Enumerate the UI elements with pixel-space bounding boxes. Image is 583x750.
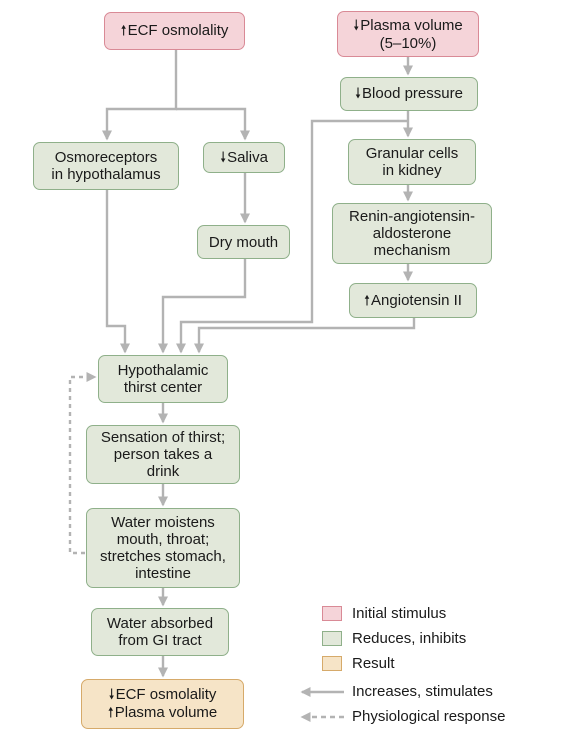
- up-arrow-icon: 🠕: [120, 23, 127, 39]
- blood-pressure-decrease-box: 🠗Blood pressure: [340, 77, 478, 111]
- renin-angiotensin-box: Renin-angiotensin- aldosterone mechanism: [332, 203, 492, 264]
- feedback-dashed-connector: [68, 371, 97, 555]
- water-absorbed-box: Water absorbed from GI tract: [91, 608, 229, 656]
- connector-ecf-to-saliva: [176, 107, 251, 141]
- legend-result-swatch: [322, 656, 342, 671]
- water-moistens-box: Water moistens mouth, throat; stretches …: [86, 508, 240, 588]
- connector-drymouth-to-thirst: [157, 259, 247, 354]
- legend-initial-stimulus-label: Initial stimulus: [352, 605, 447, 622]
- plasma-volume-decrease-box: 🠗Plasma volume (5–10%): [337, 11, 479, 57]
- connector-angiotensin-to-thirst: [193, 318, 416, 354]
- result-box: 🠗ECF osmolality 🠕Plasma volume: [81, 679, 244, 729]
- down-arrow-icon: 🠗: [108, 687, 115, 703]
- connector-osmo-to-thirst: [105, 190, 131, 354]
- legend-increases-label: Increases, stimulates: [352, 683, 493, 700]
- up-arrow-icon: 🠕: [107, 705, 114, 721]
- saliva-decrease-box: 🠗Saliva: [203, 142, 285, 173]
- legend-reduces-label: Reduces, inhibits: [352, 630, 467, 647]
- angiotensin-ii-increase-box: 🠕Angiotensin II: [349, 283, 477, 318]
- connector-bp-to-thirst: [175, 119, 408, 354]
- up-arrow-icon: 🠕: [364, 292, 371, 309]
- down-arrow-icon: 🠗: [353, 17, 360, 34]
- osmoreceptors-box: Osmoreceptors in hypothalamus: [33, 142, 179, 190]
- sensation-of-thirst-box: Sensation of thirst; person takes a drin…: [86, 425, 240, 484]
- dry-mouth-box: Dry mouth: [197, 225, 290, 259]
- hypothalamic-thirst-center-box: Hypothalamic thirst center: [98, 355, 228, 403]
- legend-reduces-swatch: [322, 631, 342, 646]
- down-arrow-icon: 🠗: [355, 86, 362, 102]
- legend-result-label: Result: [352, 655, 395, 672]
- down-arrow-icon: 🠗: [220, 149, 227, 166]
- connector-ecf-branch: [101, 50, 178, 141]
- ecf-osmolality-increase-box: 🠕ECF osmolality: [104, 12, 245, 50]
- legend-physiological-label: Physiological response: [352, 708, 506, 725]
- legend-initial-stimulus-swatch: [322, 606, 342, 621]
- granular-cells-box: Granular cells in kidney: [348, 139, 476, 185]
